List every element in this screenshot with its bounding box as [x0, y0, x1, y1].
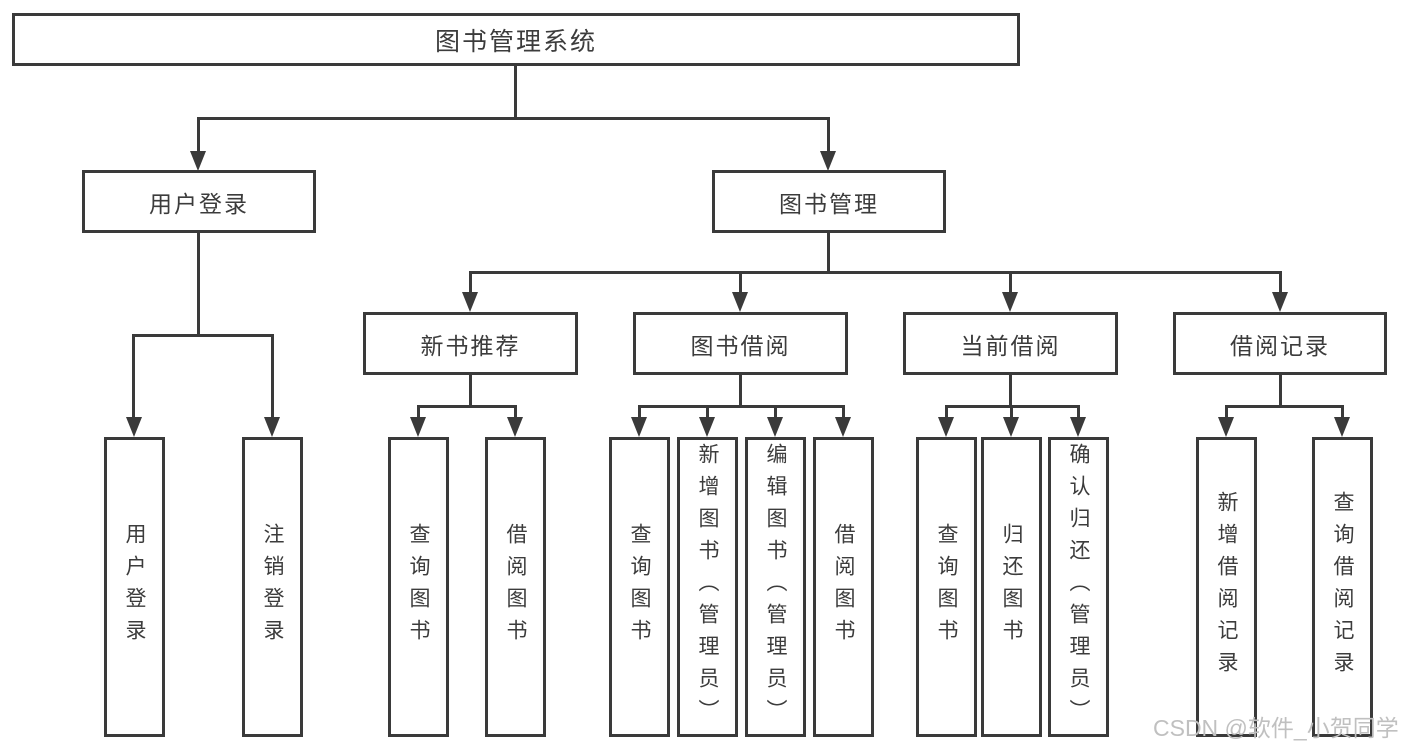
node-leaf-borrow-books: 借阅图书 — [813, 437, 874, 737]
connector-line — [1010, 405, 1013, 420]
node-borrowing-records: 借阅记录 — [1173, 312, 1387, 375]
arrow-down-icon — [1070, 417, 1086, 437]
arrow-down-icon — [264, 417, 280, 437]
node-label: 查询图书 — [628, 523, 651, 651]
connector-line — [1279, 374, 1282, 408]
connector-line — [132, 334, 274, 337]
arrow-down-icon — [190, 151, 206, 171]
node-leaf-add-books-admin: 新增图书（管理员） — [677, 437, 738, 737]
node-leaf-query-books-recommend: 查询图书 — [388, 437, 449, 737]
node-leaf-query-borrow-record: 查询借阅记录 — [1312, 437, 1373, 737]
node-label: 编辑图书（管理员） — [764, 443, 787, 731]
connector-line — [638, 405, 845, 408]
arrow-down-icon — [507, 417, 523, 437]
connector-line — [469, 271, 1281, 274]
node-label: 注销登录 — [261, 523, 284, 651]
arrow-down-icon — [631, 417, 647, 437]
connector-line — [469, 374, 472, 408]
node-label: 查询图书 — [935, 523, 958, 651]
node-label: 查询图书 — [407, 523, 430, 651]
node-leaf-user-login: 用户登录 — [104, 437, 165, 737]
node-label: 查询借阅记录 — [1331, 491, 1354, 683]
connector-line — [1225, 405, 1344, 408]
connector-line — [197, 117, 200, 154]
arrow-down-icon — [462, 292, 478, 312]
node-label: 当前借阅 — [960, 332, 1061, 359]
connector-line — [827, 117, 830, 154]
node-label: 新增图书（管理员） — [696, 443, 719, 731]
arrow-down-icon — [1218, 417, 1234, 437]
connector-line — [1009, 374, 1012, 408]
arrow-down-icon — [699, 417, 715, 437]
node-label: 用户登录 — [149, 190, 249, 217]
node-leaf-borrow-books-recommend: 借阅图书 — [485, 437, 546, 737]
node-new-book-recommend: 新书推荐 — [363, 312, 578, 375]
arrow-down-icon — [820, 151, 836, 171]
connector-line — [197, 117, 830, 120]
connector-line — [1225, 405, 1228, 420]
connector-line — [739, 271, 742, 295]
arrow-down-icon — [835, 417, 851, 437]
node-label: 确认归还（管理员） — [1067, 443, 1090, 731]
arrow-down-icon — [767, 417, 783, 437]
arrow-down-icon — [1003, 417, 1019, 437]
connector-line — [945, 405, 948, 420]
node-current-borrowing: 当前借阅 — [903, 312, 1118, 375]
node-leaf-add-borrow-record: 新增借阅记录 — [1196, 437, 1257, 737]
arrow-down-icon — [410, 417, 426, 437]
arrow-down-icon — [126, 417, 142, 437]
node-leaf-logout: 注销登录 — [242, 437, 303, 737]
connector-line — [1009, 271, 1012, 295]
node-label: 归还图书 — [1000, 523, 1023, 651]
node-user-login: 用户登录 — [82, 170, 316, 233]
connector-line — [514, 66, 517, 120]
connector-line — [739, 374, 742, 408]
node-label: 新书推荐 — [420, 332, 521, 359]
node-book-management: 图书管理 — [712, 170, 946, 233]
node-label: 图书管理系统 — [434, 27, 597, 56]
node-root-system: 图书管理系统 — [12, 13, 1020, 66]
node-label: 用户登录 — [123, 523, 146, 651]
node-label: 图书管理 — [779, 190, 879, 217]
connector-line — [638, 405, 641, 420]
node-leaf-return-books: 归还图书 — [981, 437, 1042, 737]
node-book-borrowing: 图书借阅 — [633, 312, 848, 375]
arrow-down-icon — [732, 292, 748, 312]
connector-line — [1341, 405, 1344, 420]
node-label: 借阅图书 — [832, 523, 855, 651]
node-leaf-query-books-borrow: 查询图书 — [609, 437, 670, 737]
connector-line — [842, 405, 845, 420]
connector-line — [1279, 271, 1282, 295]
connector-line — [417, 405, 517, 408]
connector-line — [197, 232, 200, 337]
arrow-down-icon — [1272, 292, 1288, 312]
connector-line — [417, 405, 420, 420]
node-label: 借阅记录 — [1230, 332, 1330, 359]
node-leaf-edit-books-admin: 编辑图书（管理员） — [745, 437, 806, 737]
connector-line — [132, 334, 135, 420]
node-label: 图书借阅 — [690, 332, 791, 359]
node-leaf-query-books-current: 查询图书 — [916, 437, 977, 737]
connector-line — [271, 334, 274, 420]
arrow-down-icon — [1002, 292, 1018, 312]
connector-line — [514, 405, 517, 420]
connector-line — [774, 405, 777, 420]
connector-line — [1077, 405, 1080, 420]
connector-line — [706, 405, 709, 420]
arrow-down-icon — [938, 417, 954, 437]
connector-line — [827, 232, 830, 274]
node-leaf-confirm-return-admin: 确认归还（管理员） — [1048, 437, 1109, 737]
node-label: 借阅图书 — [504, 523, 527, 651]
connector-line — [469, 271, 472, 295]
node-label: 新增借阅记录 — [1215, 491, 1238, 683]
arrow-down-icon — [1334, 417, 1350, 437]
